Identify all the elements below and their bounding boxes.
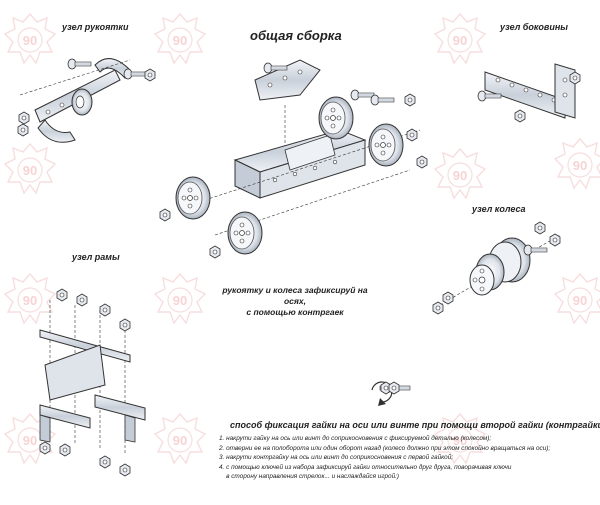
method-steps: 1. накрути гайку на ось или винт до сопр… <box>219 434 550 482</box>
locknut-note: рукоятку и колеса зафиксируй на осях, с … <box>212 285 378 318</box>
frame-unit-illustration <box>39 288 146 477</box>
general-assembly-illustration <box>159 59 428 259</box>
side-unit-illustration <box>477 63 581 123</box>
locknut-note-line2: с помощью контргаек <box>246 307 344 317</box>
method-title: способ фиксация гайки на оси или винте п… <box>230 420 600 430</box>
wheel-unit-illustration <box>432 221 561 315</box>
wheel-unit-label: узел колеса <box>472 204 526 214</box>
method-step: 1. накрути гайку на ось или винт до сопр… <box>219 435 492 442</box>
side-unit-label: узел боковины <box>500 22 568 32</box>
method-step: 4. с помощью ключей из набора зафиксируй… <box>219 463 512 471</box>
general-assembly-label: общая сборка <box>250 28 342 43</box>
locknut-method-illustration <box>371 381 411 406</box>
method-step: в сторону направления стрелок... и насла… <box>219 473 400 480</box>
method-step: 3. накрути контргайку на ось или винт до… <box>219 454 454 461</box>
handle-unit-illustration <box>17 58 156 143</box>
handle-unit-label: узел рукоятки <box>62 22 129 32</box>
frame-unit-label: узел рамы <box>72 252 120 262</box>
locknut-note-line1: рукоятку и колеса зафиксируй на осях, <box>222 285 368 306</box>
method-step: 2. отверни ее на полоборота или один обо… <box>219 444 551 452</box>
